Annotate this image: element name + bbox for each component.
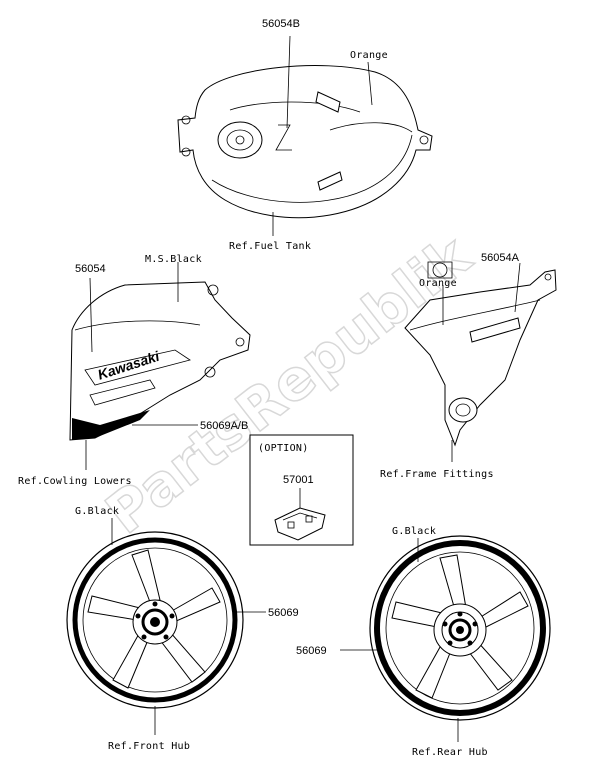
fuel-tank-part-number: 56054B [262,18,300,30]
option-part-number: 57001 [283,474,314,486]
cowling-part-number-side: 56069A/B [200,420,248,432]
frame-cover-ref: Ref.Frame Fittings [380,469,494,480]
leader-56054A [514,262,521,313]
frame-cover-color: Orange [419,278,457,289]
leader-56054B [286,35,291,129]
rear-wheel-color: G.Black [392,526,436,537]
leader-tank-orange [367,61,373,106]
front-wheel-color: G.Black [75,506,119,517]
cowling-part-number-top: 56054 [75,263,106,275]
front-wheel-part-number: 56069 [268,607,299,619]
fuel-tank-color: Orange [350,50,388,61]
fuel-tank-drawing [177,65,433,219]
option-title: (OPTION) [258,443,309,454]
rear-wheel-part-number: 56069 [296,645,327,657]
fuel-tank-ref: Ref.Fuel Tank [229,241,311,252]
rear-wheel-ref: Ref.Rear Hub [412,747,488,758]
cowling-drawing: Kawasaki [69,281,251,441]
cowling-ref: Ref.Cowling Lowers [18,476,132,487]
leader-56054 [89,277,93,353]
cowling-color: M.S.Black [145,254,202,265]
front-wheel-drawing [66,531,244,709]
front-wheel-ref: Ref.Front Hub [108,741,190,752]
option-part-drawing [274,507,326,541]
rear-wheel-drawing [369,535,551,721]
frame-cover-part-number: 56054A [481,252,520,264]
